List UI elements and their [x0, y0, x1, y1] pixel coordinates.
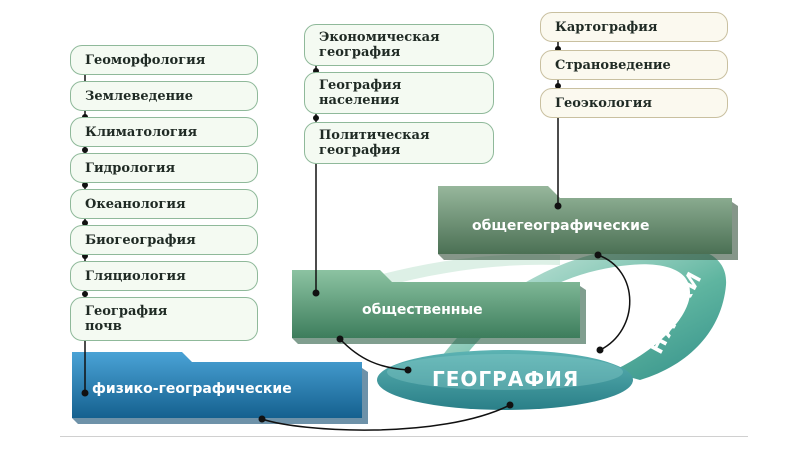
physical-item: Климатология — [70, 117, 258, 147]
social-item-label: География населения — [319, 78, 402, 108]
physical-item: Геоморфология — [70, 45, 258, 75]
general-item: Картография — [540, 12, 728, 42]
physical-item: Гидрология — [70, 153, 258, 183]
general-item: Геоэкология — [540, 88, 728, 118]
physical-item: Океанология — [70, 189, 258, 219]
physical-folder-shadow — [72, 368, 368, 424]
general-item-label: Страноведение — [555, 57, 671, 73]
general-item-label: Картография — [555, 19, 658, 35]
link-social — [339, 338, 409, 371]
physical-item-label: Океанология — [85, 196, 186, 212]
physical-item-label: Гидрология — [85, 160, 176, 176]
physical-item-label: Землеведение — [85, 88, 194, 104]
general-item: Страноведение — [540, 50, 728, 80]
physical-item: Биогеография — [70, 225, 258, 255]
bottom-divider — [60, 436, 748, 437]
connector-dots — [81, 46, 604, 423]
physical-item: Землеведение — [70, 81, 258, 111]
social-item: География населения — [304, 72, 494, 114]
general-folder-shadow — [438, 202, 738, 260]
general-folder-label: общегеографические — [472, 218, 650, 234]
physical-item-label: География почв — [85, 304, 168, 334]
social-folder-shadow — [292, 286, 586, 344]
social-item: Экономическая география — [304, 24, 494, 66]
general-item-label: Геоэкология — [555, 95, 652, 111]
geography-ellipse-highlight — [387, 354, 623, 390]
link-physical — [261, 404, 511, 431]
physical-item-label: Климатология — [85, 124, 198, 140]
social-item-label: Политическая география — [319, 128, 430, 158]
social-folder-label: общественные — [362, 302, 483, 318]
physical-folder-label: физико-географические — [92, 381, 292, 397]
general-folder — [438, 186, 732, 254]
physical-item-label: Гляциология — [85, 268, 186, 284]
geography-title: ГЕОГРАФИЯ — [432, 367, 580, 391]
link-general — [597, 254, 631, 351]
physical-folder — [72, 352, 362, 418]
social-item: Политическая география — [304, 122, 494, 164]
nauki-ribbon — [420, 244, 727, 395]
physical-item-label: Биогеография — [85, 232, 196, 248]
geography-ellipse — [377, 350, 633, 410]
physical-item: География почв — [70, 297, 258, 341]
physical-item: Гляциология — [70, 261, 258, 291]
social-item-label: Экономическая география — [319, 30, 440, 60]
social-folder — [292, 270, 580, 338]
physical-item-label: Геоморфология — [85, 52, 206, 68]
